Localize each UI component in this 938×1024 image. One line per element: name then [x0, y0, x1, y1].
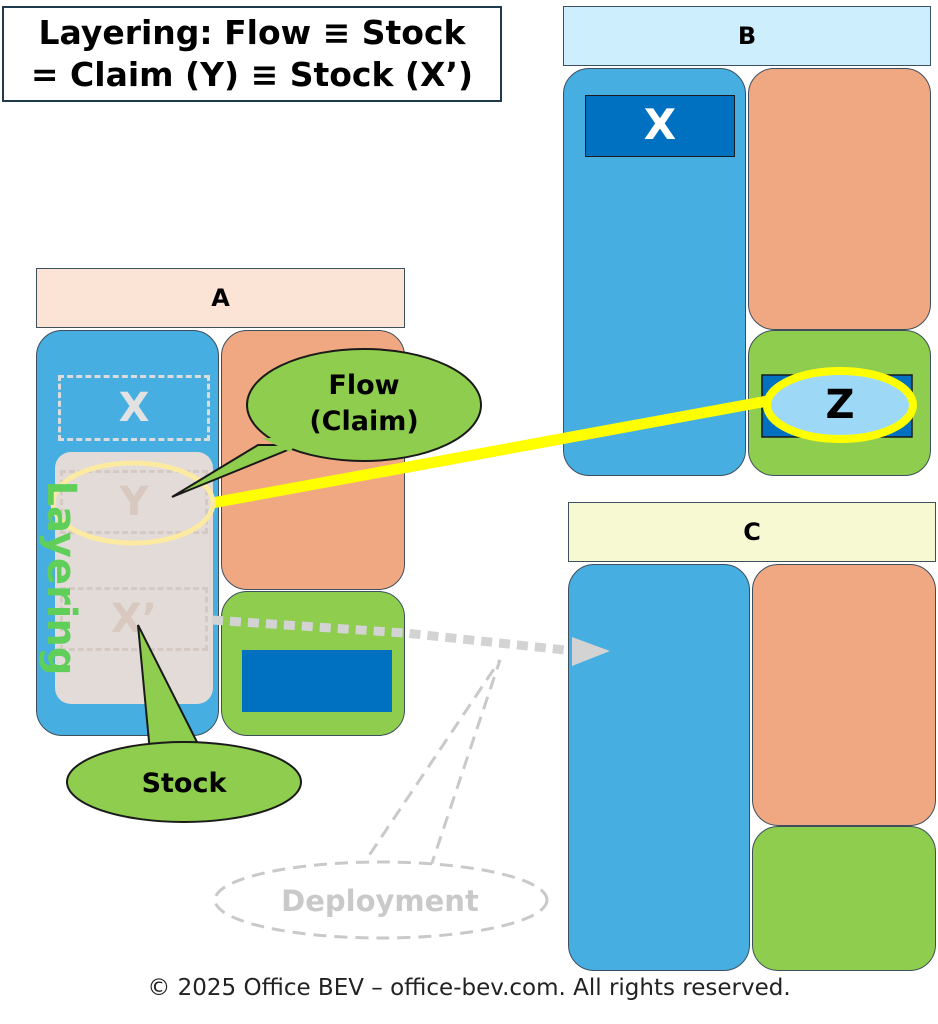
layering-stack	[55, 452, 213, 704]
claim-connector	[211, 394, 774, 509]
stock-callout	[66, 741, 302, 823]
title-line-2: = Claim (Y) ≡ Stock (X’)	[30, 55, 474, 94]
panel-c-liabilities	[752, 564, 936, 826]
flow-callout-tail-fill	[262, 438, 300, 452]
deployment-label: Deployment	[281, 884, 479, 918]
panel-a-x-prime-box: X’	[60, 587, 208, 651]
panel-b-liabilities	[748, 68, 931, 330]
panel-c-header: C	[568, 502, 936, 562]
flow-callout-line-2: (Claim)	[309, 406, 418, 437]
panel-b-z-highlight	[763, 367, 917, 443]
panel-c-assets	[568, 564, 750, 971]
panel-a-y-box: Y	[60, 470, 208, 534]
deployment-callout	[213, 860, 549, 940]
flow-callout	[246, 348, 482, 462]
panel-a-label: A	[211, 284, 230, 312]
layering-label: Layering	[38, 481, 84, 676]
stock-callout-label: Stock	[142, 768, 228, 799]
panel-a-header: A	[36, 268, 405, 328]
copyright-footer: © 2025 Office BEV – office-bev.com. All …	[147, 975, 791, 1001]
stock-callout-tail	[137, 624, 202, 754]
deployment-callout-tail	[356, 659, 502, 885]
panel-a-y-highlight	[50, 460, 216, 546]
panel-b-x-label: X	[643, 100, 677, 149]
stock-callout-tail-fill	[153, 746, 198, 760]
panel-b-label: B	[737, 22, 757, 50]
panel-b-header: B	[563, 6, 931, 66]
panel-c-label: C	[743, 518, 761, 546]
panel-a-x-prime-label: X’	[110, 596, 158, 642]
deployment-arrow-line	[211, 615, 566, 655]
panel-b-x-box: X	[585, 95, 735, 157]
panel-a-y-label: Y	[119, 479, 149, 525]
panel-a-x-label: X	[118, 385, 150, 431]
panel-a-x-box: X	[58, 375, 210, 441]
panel-a-equity-deposit	[242, 650, 392, 712]
flow-callout-line-1: Flow	[328, 370, 399, 401]
panel-c-equity	[752, 826, 936, 971]
panel-b-z-label: Z	[825, 382, 854, 428]
title-box: Layering: Flow ≡ Stock = Claim (Y) ≡ Sto…	[2, 6, 502, 102]
deployment-arrow-head	[572, 637, 610, 666]
title-line-1: Layering: Flow ≡ Stock	[38, 13, 466, 52]
